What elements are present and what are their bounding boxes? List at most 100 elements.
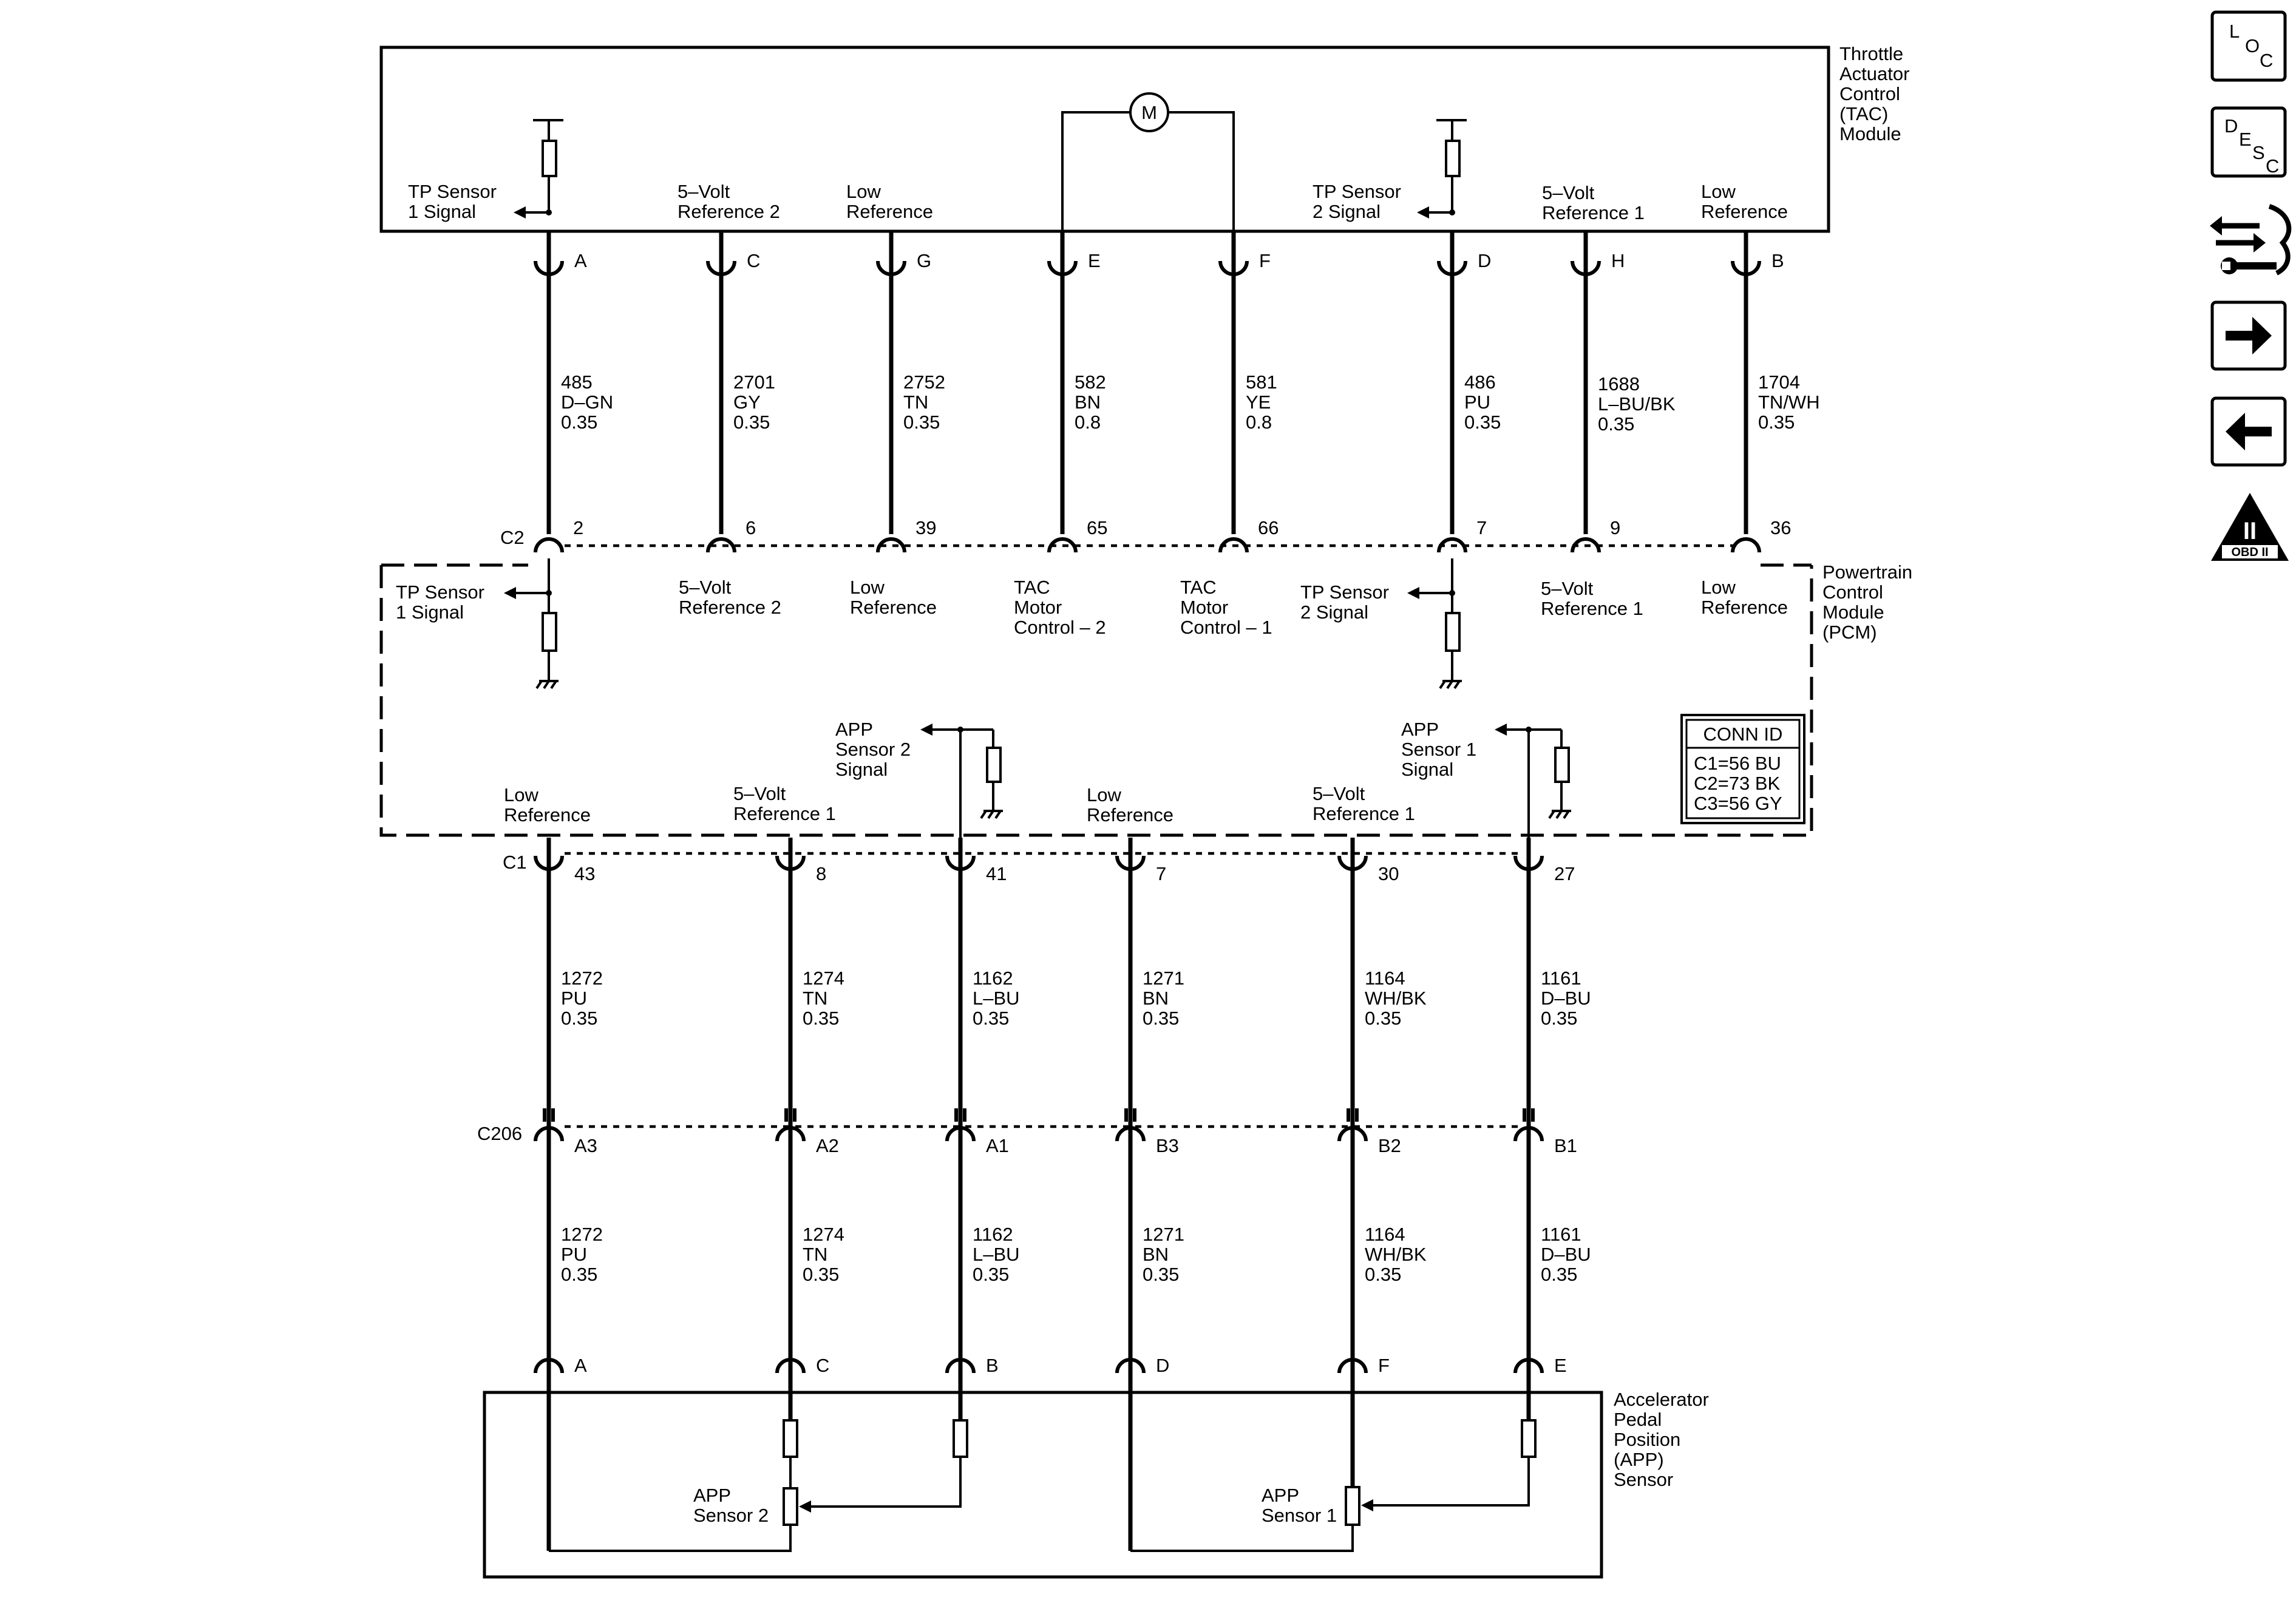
resistor-icon (1445, 612, 1461, 652)
c206-pin: B1 (1554, 1135, 1577, 1156)
obd-ii-icon[interactable]: OBD II II (2211, 493, 2289, 561)
c206-label: C206 (477, 1123, 522, 1144)
c1-pin: 43 (574, 863, 595, 884)
pcm-app-sensor-2-circuit (920, 724, 1003, 844)
c2-pin: 6 (746, 517, 756, 538)
conn-id-row: C2=73 BK (1694, 773, 1781, 794)
app-pin: F (1378, 1355, 1390, 1376)
signal-arrow-icon (1417, 206, 1429, 219)
signal-arrow-icon (1495, 724, 1507, 736)
pcm-title: Powertrain Control Module (PCM) (1822, 561, 1918, 643)
tac-pin-labels: A C G E F D H B (574, 250, 1784, 271)
conn-id-row: C1=56 BU (1694, 753, 1781, 774)
app-sensor: Accelerator Pedal Position (APP) Sensor … (483, 1355, 1714, 1579)
ground-icon (980, 810, 1003, 819)
resistor-icon (542, 140, 557, 177)
c2-pin: 9 (1610, 517, 1620, 538)
loc-letter: L (2229, 21, 2240, 42)
c206-connector: C206 A3 A2 A1 B3 B2 B1 (477, 1108, 1577, 1156)
c2-pin-connectors (534, 537, 1761, 553)
forward-arrow-icon (2252, 317, 2272, 354)
c1-pin-labels: 43 8 41 7 30 27 (574, 863, 1575, 884)
signal-arrow-icon (920, 724, 932, 736)
tac-module-box (379, 46, 1830, 233)
back-arrow-button[interactable] (2210, 396, 2287, 467)
c1-pin: 8 (816, 863, 826, 884)
desc-letter: E (2239, 129, 2252, 150)
desc-button[interactable]: D E S C (2210, 106, 2287, 178)
app-pin: B (986, 1355, 999, 1376)
back-arrow-icon (2226, 413, 2245, 450)
app-pin-labels: A C B D F E (574, 1355, 1567, 1376)
nav-panel: L O C D E S C (2210, 10, 2292, 561)
app-pin: C (816, 1355, 829, 1376)
loc-button[interactable]: L O C (2210, 10, 2287, 82)
app-pin: A (574, 1355, 587, 1376)
tac-motor: M (1061, 92, 1235, 243)
resistor-icon (542, 612, 557, 652)
app-sensor-box (483, 1391, 1603, 1579)
forward-arrow-button[interactable] (2210, 300, 2287, 371)
c1-pin: 7 (1156, 863, 1166, 884)
resistor-icon (1445, 140, 1461, 177)
tac-pin: B (1771, 250, 1784, 271)
app-sensor-title: Accelerator Pedal Position (APP) Sensor (1614, 1389, 1714, 1490)
desc-letter: S (2252, 142, 2265, 163)
c2-pin: 36 (1770, 517, 1791, 538)
signal-arrow-icon (514, 206, 526, 219)
tac-pin: C (747, 250, 760, 271)
potentiometer-icon (783, 1487, 798, 1526)
pcm-to-app-wires (546, 838, 1531, 1551)
c1-pin: 30 (1378, 863, 1399, 884)
conn-id-row: C3=56 GY (1694, 793, 1782, 814)
c2-pin: 66 (1258, 517, 1279, 538)
motor-symbol: M (1141, 102, 1157, 123)
signal-arrow-icon (1407, 587, 1419, 599)
conn-id-box: CONN ID C1=56 BU C2=73 BK C3=56 GY (1680, 714, 1805, 824)
connector-tools-icon[interactable] (2210, 204, 2292, 276)
app-pin: D (1156, 1355, 1169, 1376)
desc-letter: D (2224, 115, 2238, 137)
c2-pin-labels: 2 6 39 65 66 7 9 36 (573, 517, 1791, 538)
tac-pin: F (1259, 250, 1271, 271)
motor-icon (1129, 92, 1169, 132)
tp-sensor-2-pullup (1417, 119, 1467, 219)
app-pin-connectors (534, 1358, 1544, 1374)
c2-label: C2 (500, 527, 525, 548)
obd-ii-mark: II (2243, 518, 2257, 544)
resistor-icon (1521, 1419, 1537, 1458)
resistor-icon (1554, 747, 1570, 783)
tp-sensor-1-pullup (514, 119, 563, 219)
wiper-arrow-icon (799, 1500, 811, 1513)
signal-arrow-icon (504, 587, 516, 599)
tac-pin-connectors (534, 260, 1761, 276)
c2-pin: 39 (915, 517, 936, 538)
